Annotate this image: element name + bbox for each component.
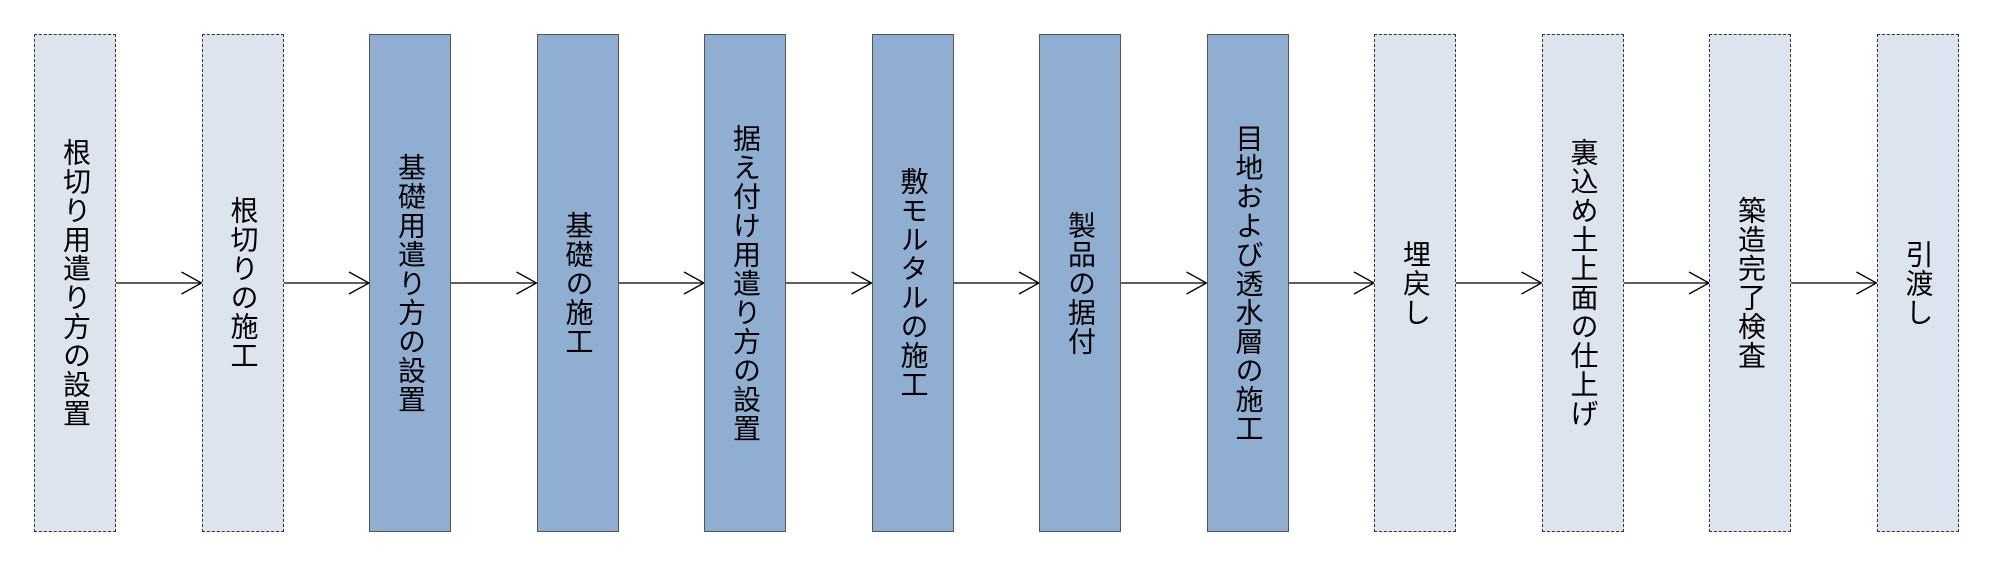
- process-step-label: 目地および透水層の施工: [1231, 123, 1265, 443]
- process-step-box: 埋戻し: [1374, 34, 1456, 532]
- process-step-box: 基礎の施工: [536, 34, 619, 532]
- flow-arrow: [1288, 271, 1376, 295]
- process-step-box: 製品の据付: [1039, 34, 1121, 532]
- flow-arrow: [953, 271, 1041, 295]
- flow-arrow: [283, 271, 371, 295]
- flow-arrow: [1456, 271, 1543, 295]
- process-step-label: 埋戻し: [1399, 239, 1432, 327]
- process-step-box: 根切りの施工: [201, 34, 284, 532]
- process-step-label: 築造完了検査: [1734, 196, 1767, 370]
- process-step-label: 基礎用遣り方の設置: [394, 152, 427, 414]
- process-step-box: 引渡し: [1876, 34, 1959, 532]
- flow-arrow: [1623, 271, 1711, 295]
- process-step-label: 基礎の施工: [561, 210, 595, 356]
- process-step-label: 据え付け用遣り方の設置: [729, 123, 762, 443]
- process-step-label: 裏込め土上面の仕上げ: [1566, 138, 1600, 428]
- flow-arrow: [116, 271, 203, 295]
- process-step-label: 引渡し: [1901, 239, 1935, 327]
- process-step-label: 製品の据付: [1064, 210, 1097, 356]
- process-step-box: 根切り用遣り方の設置: [34, 34, 116, 532]
- process-step-label: 敷モルタルの施工: [896, 167, 930, 399]
- flow-arrow: [1121, 271, 1208, 295]
- flow-arrow: [618, 271, 706, 295]
- flow-arrow: [1791, 271, 1878, 295]
- process-step-label: 根切り用遣り方の設置: [59, 138, 92, 428]
- flow-arrow: [451, 271, 538, 295]
- process-step-box: 据え付け用遣り方の設置: [704, 34, 786, 532]
- process-step-label: 根切りの施工: [226, 196, 260, 370]
- process-step-box: 裏込め土上面の仕上げ: [1541, 34, 1624, 532]
- process-step-box: 築造完了検査: [1709, 34, 1791, 532]
- flow-arrow: [786, 271, 873, 295]
- process-step-box: 目地および透水層の施工: [1206, 34, 1289, 532]
- process-step-box: 基礎用遣り方の設置: [369, 34, 451, 532]
- process-step-box: 敷モルタルの施工: [871, 34, 954, 532]
